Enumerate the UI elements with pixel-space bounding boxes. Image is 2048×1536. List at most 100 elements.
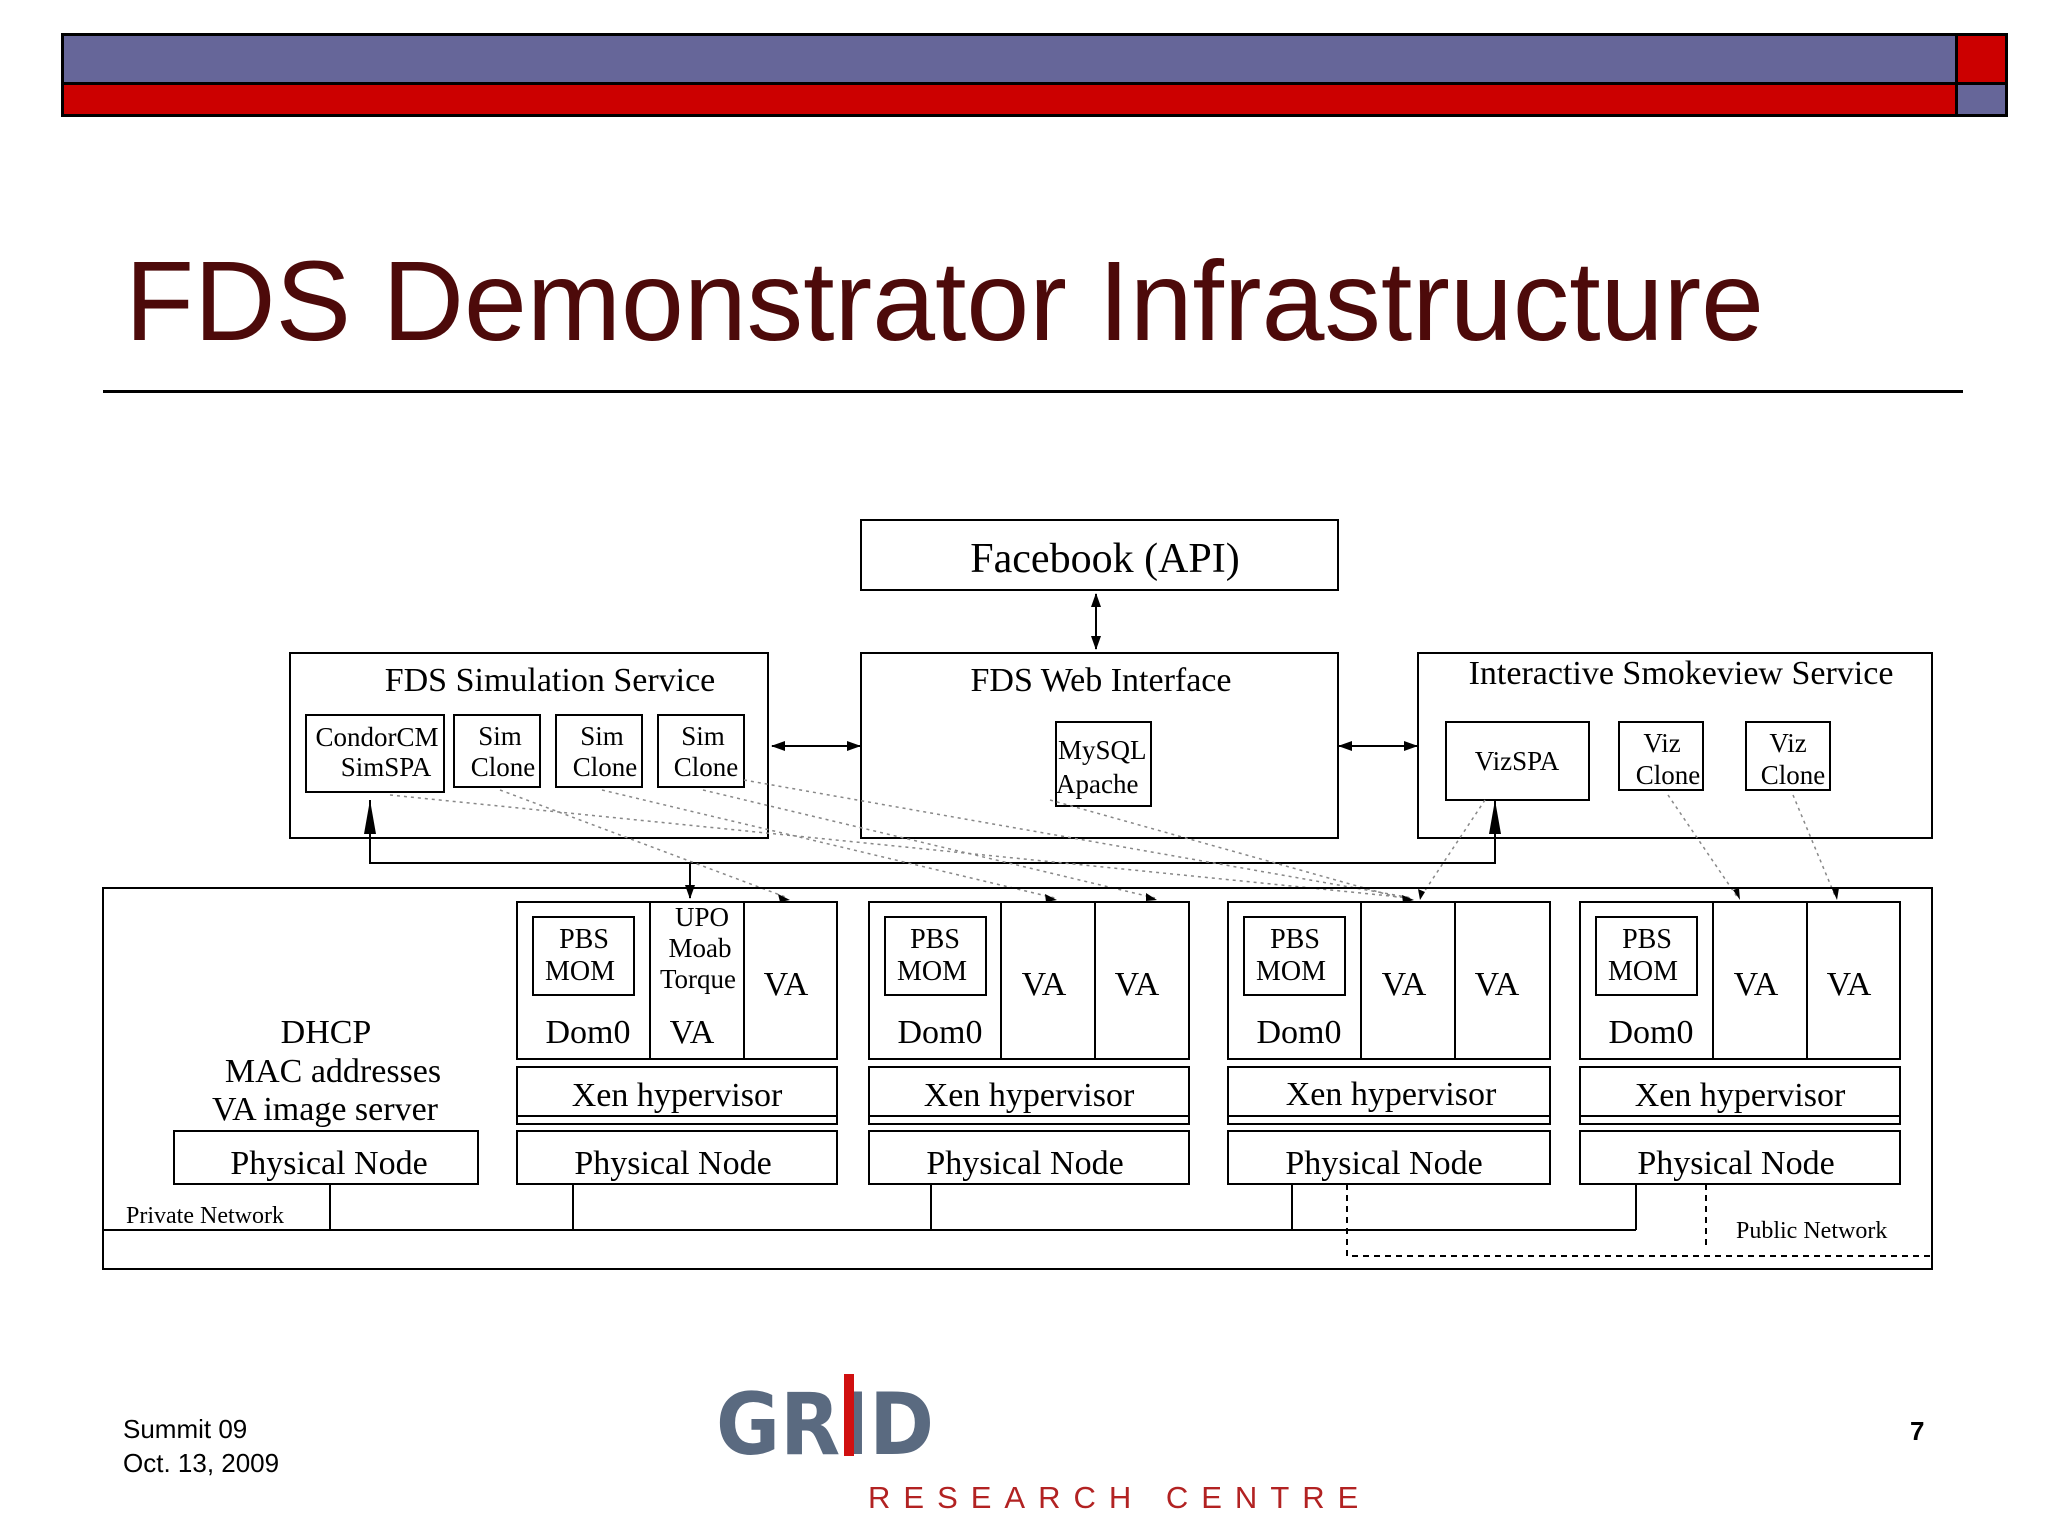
physical-node-label: Physical Node — [926, 1145, 1123, 1182]
viz-clone-label: Viz — [1643, 728, 1680, 758]
compute-node-2: PBS MOM Dom0 VA VA Xen hypervisor Physic… — [868, 901, 1190, 1185]
apache-label: Apache — [1056, 769, 1138, 799]
sim-clone-label: Sim — [681, 721, 725, 751]
header-bar-blue — [61, 33, 1958, 85]
pbs-label: PBS — [910, 924, 960, 955]
web-interface-title: FDS Web Interface — [971, 662, 1232, 699]
physical-node-box — [868, 1130, 1190, 1185]
pbs-mom-box — [1595, 916, 1698, 996]
clone-va-link — [743, 779, 1413, 899]
va-label: VA — [670, 1014, 715, 1051]
physical-node-label: Physical Node — [1285, 1145, 1482, 1182]
mom-label: MOM — [897, 956, 967, 987]
dom0-label: Dom0 — [1257, 1014, 1342, 1051]
mac-label: MAC addresses — [225, 1053, 441, 1090]
xen-box — [516, 1066, 838, 1125]
upo-label: UPO — [675, 902, 729, 932]
facebook-box — [860, 519, 1339, 591]
pbs-label: PBS — [1270, 924, 1320, 955]
dhcp-label: DHCP — [281, 1014, 372, 1051]
xen-box — [868, 1066, 1190, 1125]
vizspa-label: VizSPA — [1475, 746, 1560, 776]
physical-node-box — [1227, 1130, 1551, 1185]
pbs-label: PBS — [1622, 924, 1672, 955]
public-network-line — [1346, 1184, 1930, 1257]
va-arrowhead — [1733, 888, 1740, 900]
dom0-label: Dom0 — [898, 1014, 983, 1051]
mom-label: MOM — [1256, 956, 1326, 987]
clone-va-link — [1792, 794, 1837, 899]
compute-node-4: PBS MOM Dom0 VA VA Xen hypervisor Physic… — [1579, 901, 1901, 1185]
physical-node-label: Physical Node — [1637, 1145, 1834, 1182]
sim-clone-box — [453, 714, 541, 788]
viz-clone-label: Clone — [1636, 760, 1701, 790]
title-rule — [103, 390, 1963, 393]
grid-logo: GRID — [716, 1374, 934, 1470]
pbs-label: PBS — [559, 924, 609, 955]
clone-va-link — [702, 789, 1156, 899]
node-vm-box — [1579, 901, 1901, 1060]
clone-va-link — [499, 789, 789, 899]
header-bar-red — [61, 85, 1958, 117]
viz-clone-label: Viz — [1769, 728, 1806, 758]
clone-va-link — [389, 794, 1411, 899]
pbs-mom-box — [884, 916, 987, 996]
vizspa-box — [1445, 721, 1590, 801]
grid-logo-red-bar — [844, 1374, 854, 1456]
va-label: VA — [1382, 966, 1427, 1003]
mysql-apache-box — [1055, 721, 1152, 807]
va-label: VA — [1475, 966, 1520, 1003]
va-label: VA — [1022, 966, 1067, 1003]
physical-node-box — [516, 1130, 838, 1185]
viz-clone-label: Clone — [1761, 760, 1826, 790]
simulation-service-box — [289, 652, 769, 839]
pbs-mom-box — [1243, 916, 1346, 996]
node-vm-box — [516, 901, 838, 1060]
public-network-label: Public Network — [1736, 1218, 1887, 1244]
sim-clone-box — [555, 714, 643, 788]
physical-node-box — [1579, 1130, 1901, 1185]
mysql-label: MySQL — [1058, 735, 1147, 765]
footer-date: Oct. 13, 2009 — [123, 1448, 280, 1478]
condor-label-1: CondorCM — [315, 722, 438, 752]
mom-label: MOM — [1608, 956, 1678, 987]
moab-label: Moab — [669, 933, 732, 963]
sim-clone-box — [657, 714, 745, 788]
footer-event: Summit 09 — [123, 1414, 248, 1444]
facebook-label: Facebook (API) — [970, 536, 1239, 582]
va-label: VA — [1115, 966, 1160, 1003]
private-network-label: Private Network — [126, 1203, 284, 1229]
va-arrowhead — [778, 894, 790, 902]
compute-node-1: PBS MOM Dom0 UPO Moab Torque VA VA Xen h… — [516, 901, 838, 1185]
header-corner-blue — [1955, 85, 2008, 117]
xen-label: Xen hypervisor — [1635, 1077, 1846, 1114]
smokeview-service-box — [1417, 652, 1933, 839]
viz-clone-box — [1745, 721, 1831, 791]
mom-label: MOM — [545, 956, 615, 987]
va-label: VA — [764, 966, 809, 1003]
grid-logo-text: GRID — [716, 1375, 934, 1470]
va-arrowhead — [1146, 893, 1157, 901]
va-image-server-label: VA image server — [212, 1091, 439, 1128]
viz-clone-box — [1618, 721, 1704, 791]
dhcp-physical-node-label: Physical Node — [230, 1145, 427, 1182]
clone-va-link — [1049, 799, 1401, 899]
torque-label: Torque — [660, 964, 736, 994]
smokeview-service-title: Interactive Smokeview Service — [1469, 655, 1894, 692]
node-vm-box — [868, 901, 1190, 1060]
va-arrowhead — [1418, 889, 1425, 900]
sim-clone-label: Clone — [674, 752, 739, 782]
dom0-label: Dom0 — [546, 1014, 631, 1051]
sim-clone-label: Sim — [580, 721, 624, 751]
simulation-service-title: FDS Simulation Service — [385, 662, 716, 699]
dom0-label: Dom0 — [1609, 1014, 1694, 1051]
sim-clone-label: Sim — [478, 721, 522, 751]
condor-label-2: SimSPA — [341, 752, 432, 782]
va-arrowhead — [1832, 888, 1839, 900]
sim-clone-label: Clone — [573, 752, 638, 782]
compute-node-3: PBS MOM Dom0 VA VA Xen hypervisor Physic… — [1227, 901, 1551, 1185]
va-arrowhead — [1045, 894, 1057, 902]
header-corner-red — [1955, 33, 2008, 85]
xen-label: Xen hypervisor — [1286, 1076, 1497, 1113]
